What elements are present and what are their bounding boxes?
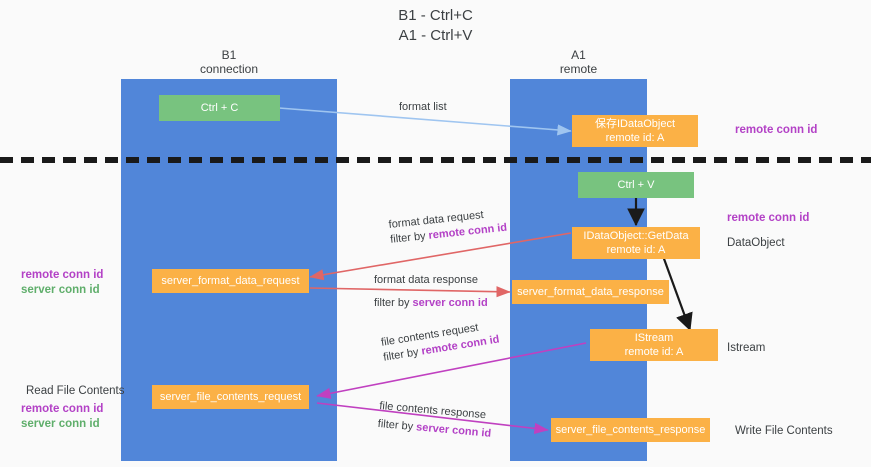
box-server-file-contents-request[interactable]: server_file_contents_request: [152, 385, 309, 409]
arrow-label-format-data-response: format data response filter by server co…: [374, 273, 488, 311]
column-header-a1-role: remote: [559, 62, 598, 76]
label-write-file-contents: Write File Contents: [735, 424, 833, 439]
label-group-conn-ids-mid: remote conn id server conn id: [21, 268, 103, 298]
label-server-conn-id-left-bottom: server conn id: [21, 417, 103, 432]
filter-by-prefix: filter by: [377, 417, 417, 434]
box-ctrl-c-label: Ctrl + C: [200, 102, 239, 114]
column-header-b1-name: B1: [221, 48, 237, 62]
label-read-file-contents: Read File Contents: [26, 384, 124, 399]
arrow-label-file-contents-request: file contents request filter by remote c…: [380, 318, 501, 366]
column-header-a1-name: A1: [571, 48, 586, 62]
title-line-2: A1 - Ctrl+V: [398, 27, 473, 44]
box-save-idataobject-title: 保存IDataObject: [594, 118, 676, 130]
column-header-a1: A1 remote: [510, 48, 647, 76]
title-line-1: B1 - Ctrl+C: [398, 7, 473, 24]
section-divider: [0, 157, 871, 163]
label-remote-conn-id-left-mid: remote conn id: [21, 268, 103, 283]
label-write-file-contents-text: Write File Contents: [735, 425, 833, 437]
box-idataobject-getdata[interactable]: IDataObject::GetData remote id: A: [572, 227, 700, 259]
box-ctrl-v-label: Ctrl + V: [617, 179, 655, 191]
label-istream-text: Istream: [727, 342, 766, 354]
arrow-label-file-contents-response: file contents response filter by server …: [377, 399, 493, 442]
filter-by-highlight: server conn id: [415, 421, 492, 440]
box-save-idataobject-subtitle: remote id: A: [605, 132, 665, 144]
label-read-file-contents-text: Read File Contents: [26, 385, 125, 397]
label-remote-conn-id-mid: remote conn id: [727, 211, 809, 226]
label-server-conn-id-left-bottom-text: server conn id: [21, 418, 100, 430]
box-ctrl-v[interactable]: Ctrl + V: [578, 172, 694, 198]
label-server-conn-id-left-mid: server conn id: [21, 283, 103, 298]
box-server-file-contents-request-label: server_file_contents_request: [159, 391, 302, 403]
box-server-format-data-response[interactable]: server_format_data_response: [512, 280, 669, 304]
arrow-label-format-data-request: format data request filter by remote con…: [388, 206, 508, 248]
label-remote-conn-id-left-mid-text: remote conn id: [21, 269, 104, 281]
arrow-label-format-data-response-line2: filter by server conn id: [374, 296, 488, 311]
column-header-b1: B1 connection: [121, 48, 337, 76]
page-title: B1 - Ctrl+C A1 - Ctrl+V: [0, 6, 871, 46]
filter-by-highlight: server conn id: [412, 297, 488, 309]
label-server-conn-id-left-mid-text: server conn id: [21, 284, 100, 296]
box-istream-title: IStream: [634, 332, 674, 344]
box-idataobject-getdata-title: IDataObject::GetData: [583, 230, 689, 242]
label-group-conn-ids-bottom: remote conn id server conn id: [21, 402, 103, 432]
arrow-label-format-list-text: format list: [399, 101, 447, 113]
box-server-format-data-response-label: server_format_data_response: [517, 286, 664, 298]
arrow-label-format-data-response-line1: format data response: [374, 274, 478, 286]
filter-by-prefix: filter by: [389, 229, 430, 246]
arrow-label-format-list: format list: [399, 100, 447, 115]
filter-by-prefix: filter by: [374, 297, 413, 309]
box-idataobject-getdata-subtitle: remote id: A: [606, 244, 666, 256]
label-remote-conn-id-top: remote conn id: [735, 123, 817, 138]
box-istream-subtitle: remote id: A: [624, 346, 684, 358]
label-remote-conn-id-top-text: remote conn id: [735, 124, 818, 136]
box-server-format-data-request-label: server_format_data_request: [161, 275, 300, 287]
label-remote-conn-id-left-bottom: remote conn id: [21, 402, 103, 417]
label-dataobject: DataObject: [727, 236, 785, 251]
box-server-file-contents-response-label: server_file_contents_response: [555, 424, 706, 436]
box-ctrl-c[interactable]: Ctrl + C: [159, 95, 280, 121]
box-server-format-data-request[interactable]: server_format_data_request: [152, 269, 309, 293]
label-remote-conn-id-mid-text: remote conn id: [727, 212, 810, 224]
box-istream[interactable]: IStream remote id: A: [590, 329, 718, 361]
label-remote-conn-id-left-bottom-text: remote conn id: [21, 403, 104, 415]
box-server-file-contents-response[interactable]: server_file_contents_response: [551, 418, 710, 442]
box-save-idataobject[interactable]: 保存IDataObject remote id: A: [572, 115, 698, 147]
label-istream: Istream: [727, 341, 765, 356]
column-header-b1-role: connection: [199, 62, 259, 76]
label-dataobject-text: DataObject: [727, 237, 785, 249]
